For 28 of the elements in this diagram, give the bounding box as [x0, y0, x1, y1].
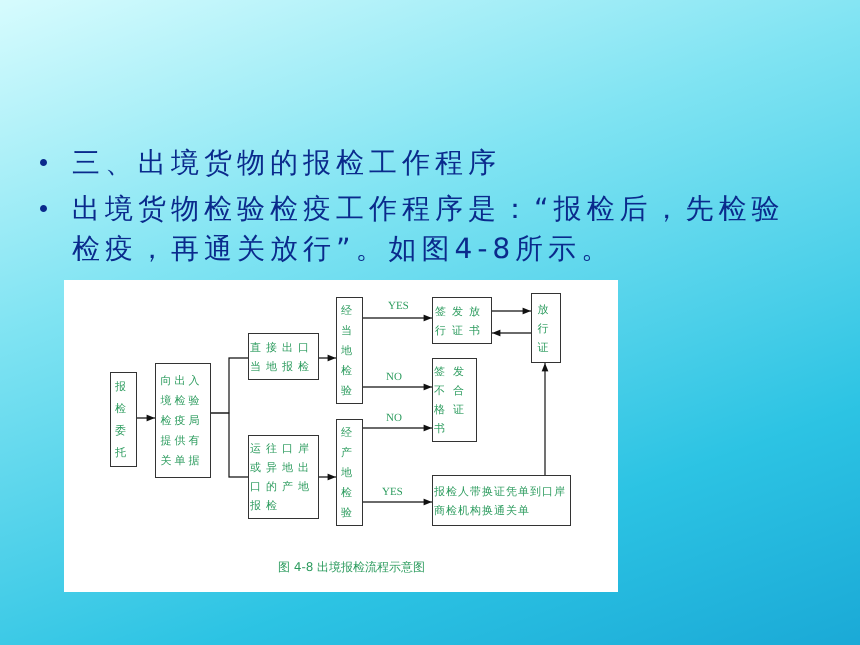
process-box: 经当地检验: [336, 297, 363, 404]
process-box: 经产地检验: [336, 419, 363, 526]
paragraph: 出境货物检验检疫工作程序是：“报检后，先检验检疫，再通关放行”。如图4-8所示。: [72, 191, 786, 267]
process-box: 签发放行证书: [432, 297, 492, 344]
edge-label: NO: [385, 371, 403, 383]
arrow: [492, 308, 531, 314]
edge-label: NO: [385, 412, 403, 424]
arrow: [319, 474, 336, 480]
arrow: [363, 498, 432, 506]
edge-label: YES: [387, 300, 410, 312]
process-box: 向出入境检验检疫局提供有关单据: [155, 363, 211, 478]
process-box: 直接出口当地报检: [248, 333, 319, 380]
figure-caption: 图 4-8 出境报检流程示意图: [278, 559, 426, 576]
process-box: 放行证: [531, 293, 561, 363]
arrow: [492, 330, 531, 336]
heading: 三、出境货物的报检工作程序: [72, 145, 502, 181]
process-box: 报检人带换证凭单到口岸商检机构换通关单: [432, 475, 571, 526]
arrow: [542, 363, 548, 475]
arrow: [319, 354, 336, 362]
process-box: 运往口岸或异地出口的产地报检: [248, 435, 319, 519]
connector-line: [211, 412, 248, 478]
arrow: [363, 314, 432, 322]
arrow: [137, 414, 155, 422]
process-box: 签发不合格证书: [432, 358, 477, 442]
process-box: 报检委托: [110, 372, 137, 467]
edge-label: YES: [381, 486, 404, 498]
arrow: [363, 384, 432, 390]
arrow: [363, 424, 432, 432]
